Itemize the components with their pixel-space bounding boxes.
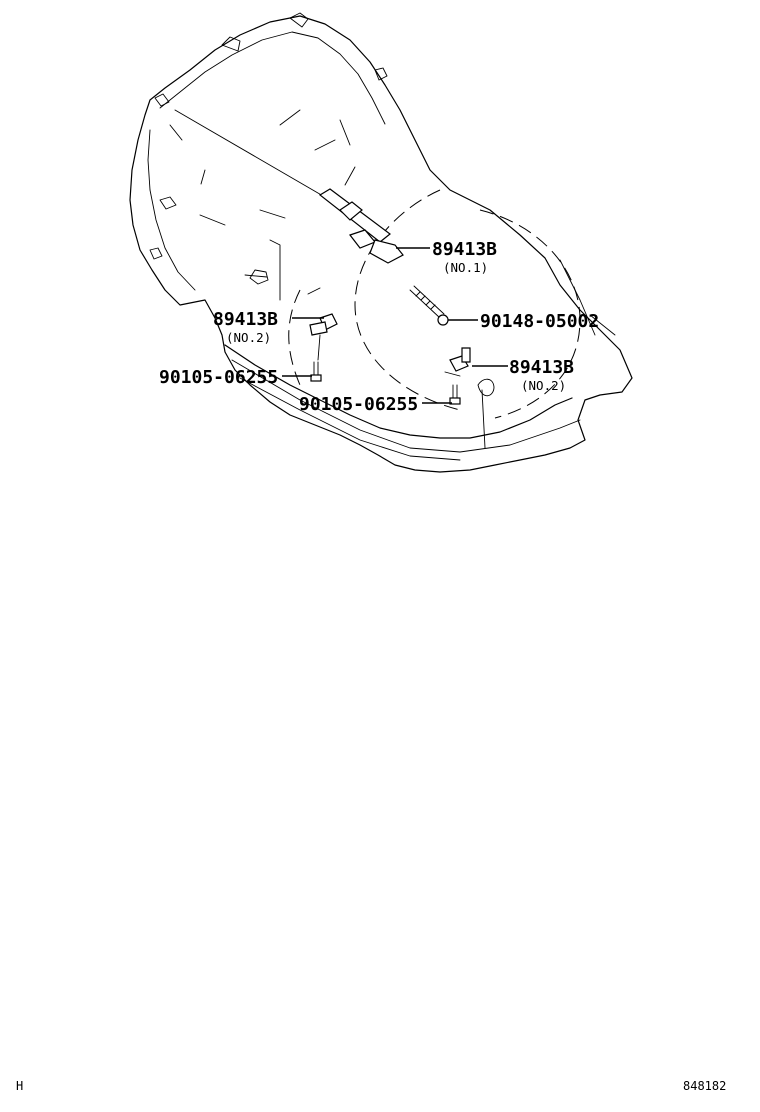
footer-left-code: H: [16, 1079, 23, 1093]
callout-part-number: 90105-06255: [159, 367, 278, 388]
callout-part-number: 89413B: [432, 239, 497, 260]
callout-sub-label: (NO.1): [443, 260, 488, 275]
bolt-90148: [409, 285, 449, 326]
callout-sub-label: (NO.2): [226, 330, 271, 345]
speed-sensor-no2-left: [309, 313, 338, 361]
callout-sub-label: (NO.2): [521, 378, 566, 393]
callout-part-number: 90105-06255: [299, 394, 418, 415]
callout-part-number: 89413B: [213, 309, 278, 330]
bolt-90105-left: [310, 361, 322, 382]
speed-sensor-no2-right: [444, 347, 471, 377]
bolt-90105-right: [449, 384, 461, 405]
callout-part-number: 90148-05002: [480, 311, 599, 332]
callout-part-number: 89413B: [509, 357, 574, 378]
transmission-housing: [129, 12, 633, 473]
speed-sensor-no1: [318, 188, 404, 264]
footer-diagram-id: 848182: [683, 1079, 726, 1093]
